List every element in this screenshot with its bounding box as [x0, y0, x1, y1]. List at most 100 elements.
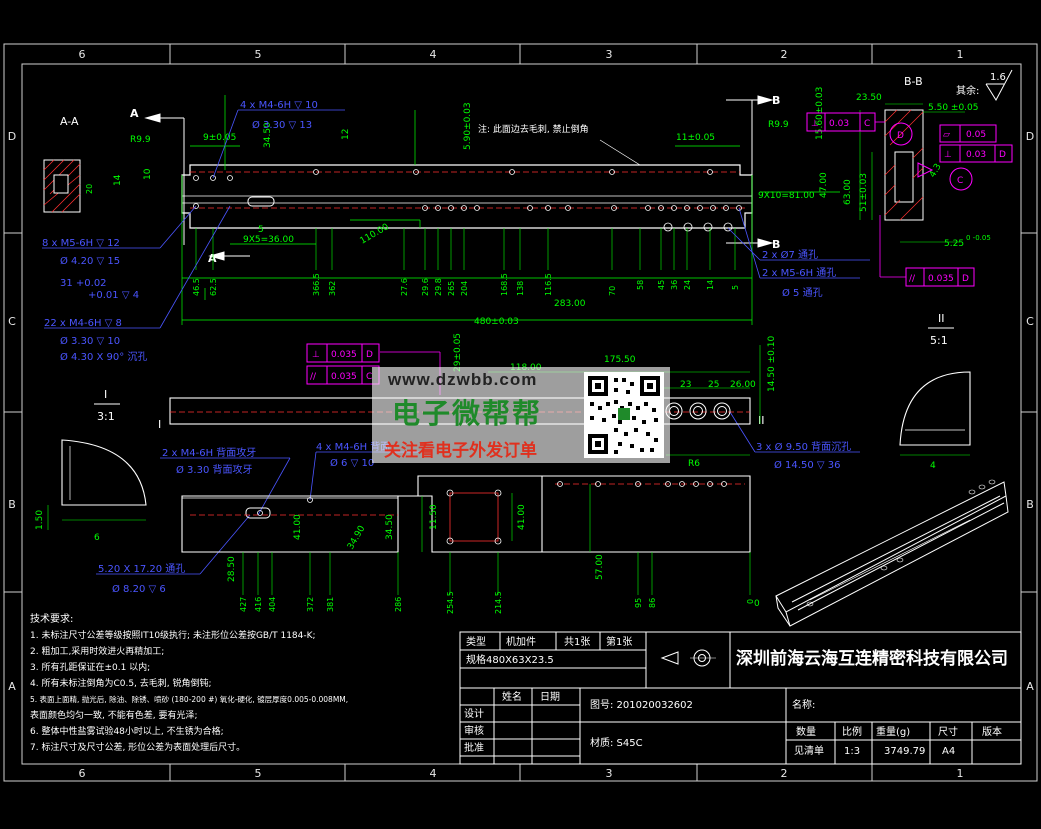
roughness-label: 其余: — [956, 84, 979, 97]
col-label-1-bottom: 1 — [957, 767, 964, 780]
row-label-d-right: D — [1026, 130, 1034, 143]
dim-41: 41.00 — [293, 514, 303, 540]
gdt4-ref: D — [962, 274, 969, 284]
title-block — [459, 631, 1022, 765]
col-label-3-top: 3 — [606, 48, 613, 61]
dim-26: 26.00 — [730, 380, 756, 390]
vdim-bottom-8: 95 — [634, 598, 643, 608]
col-label-4-top: 4 — [430, 48, 437, 61]
callout-1a: 4 x M4-6H ▽ 10 — [240, 100, 318, 111]
gdt4-sym: // — [909, 274, 916, 284]
tb-spec: 规格480X63X23.5 — [466, 653, 554, 666]
roughness-value: 1.6 — [990, 72, 1006, 83]
gdt4-val: 0.035 — [928, 274, 954, 284]
vdim-bottom-1: 416 — [254, 597, 263, 612]
callout-5: 2 x Ø7 通孔 — [762, 249, 818, 261]
tech-item-3: 3. 所有孔距保证在±0.1 以内; — [30, 661, 150, 673]
vdim-bottom-10: 0 — [746, 599, 755, 604]
vdim-top-3: 362 — [328, 281, 337, 296]
callout-8a: 4 x M4-6H 背面 — [316, 440, 390, 453]
gdt5-val: 0.035 — [331, 350, 357, 360]
dim-14: 14 — [113, 174, 123, 186]
dim-r9-9-left: R9.9 — [130, 135, 151, 145]
side-marker-ii: II — [758, 414, 765, 427]
callout-6b: Ø 5 通孔 — [782, 287, 823, 299]
vdim-top-15: 36 — [670, 280, 679, 290]
vdim-top-4: 27.6 — [400, 278, 409, 296]
vdim-top-0: 46.5 — [192, 278, 201, 296]
vdim-bottom-0: 427 — [239, 597, 248, 612]
callout-11b: Ø 14.50 ▽ 36 — [774, 459, 840, 471]
hole-callouts: 4 x M4-6H ▽ 10 Ø 3.30 ▽ 13 8 x M5-6H ▽ 1… — [42, 100, 851, 595]
tb-company: 深圳前海云海互连精密科技有限公司 — [736, 648, 1008, 669]
col-label-6-top: 6 — [79, 48, 86, 61]
vdim-top-14: 45 — [657, 280, 666, 290]
vdim-top-16: 24 — [683, 280, 692, 290]
vdim-top-8: 204 — [460, 281, 469, 296]
watermark-url: www.dzwbb.com — [388, 370, 538, 389]
dim-34-50: 34.50 — [263, 122, 273, 148]
gdt5-ref: D — [366, 350, 373, 360]
section-aa-label: A-A — [60, 115, 79, 128]
aa-dim-20: 20 — [85, 184, 94, 194]
dim-5-25-tol: 0 -0.05 — [966, 234, 991, 242]
gdt3-val: 0.03 — [966, 150, 986, 160]
dim-r9-9-right: R9.9 — [768, 120, 789, 130]
tb-scale-label: 比例 — [842, 725, 862, 738]
vdim-top-17: 14 — [706, 280, 715, 290]
vdim-bottom-3: 372 — [306, 597, 315, 612]
qr-code-icon — [584, 372, 664, 458]
detail-ii-roman: II — [938, 312, 945, 325]
vdim-bottom-5: 286 — [394, 597, 403, 612]
dim-9x10: 9X10=81.00 — [758, 191, 815, 201]
col-label-4-bottom: 4 — [430, 767, 437, 780]
callout-3b: +0.01 ▽ 4 — [88, 290, 139, 301]
dim-480: 480±0.03 — [474, 317, 519, 327]
watermark-title: 电子微帮帮 — [392, 397, 543, 430]
tech-item-5b: 表面颜色均匀一致, 不能有色差, 要有光泽; — [30, 709, 197, 721]
dim-34-50b: 34.50 — [385, 514, 395, 540]
vdim-top-6: 29.8 — [434, 278, 443, 296]
dim-14-50: 14.50 ±0.10 — [767, 336, 777, 392]
col-label-5-top: 5 — [255, 48, 262, 61]
dim-4: 4 — [930, 461, 936, 471]
detail-ii-view: II 5:1 4 — [899, 312, 971, 471]
callout-7a: 2 x M4-6H 背面攻牙 — [162, 446, 256, 459]
callout-2a: 8 x M5-6H ▽ 12 — [42, 238, 120, 249]
tb-part-name: 名称: — [792, 698, 815, 711]
gdt2-sym: ▱ — [943, 130, 950, 140]
tech-title: 技术要求: — [30, 612, 73, 625]
dim-28-50: 28.50 — [227, 556, 237, 582]
bottom-vertical-dims: 427 416 404 372 381 286 254.5 214.5 95 8… — [239, 591, 755, 614]
row-label-d-left: D — [8, 130, 16, 143]
tb-row-design: 设计 — [464, 707, 484, 720]
gdt2-val: 0.05 — [966, 130, 986, 140]
gdt5-sym: ⊥ — [312, 350, 320, 360]
dim-6: 6 — [94, 533, 100, 543]
dim-63: 63.00 — [843, 179, 853, 205]
tb-total-sheets: 共1张 — [564, 636, 590, 648]
callout-7b: Ø 3.30 背面攻牙 — [176, 463, 253, 476]
callout-10: Ø 8.20 ▽ 6 — [112, 583, 166, 595]
dim-1-50: 1.50 — [35, 510, 45, 530]
gdt3-ref: D — [999, 150, 1006, 160]
dim-11: 11±0.05 — [676, 133, 715, 143]
col-label-5-bottom: 5 — [255, 767, 262, 780]
tb-row-check: 审核 — [464, 724, 484, 737]
callout-11a: 3 x Ø 9.50 背面沉孔 — [756, 440, 851, 453]
gdt1-val: 0.03 — [829, 119, 849, 129]
vdim-top-5: 29.6 — [421, 278, 430, 296]
grid-labels: 6 5 4 3 2 1 6 5 4 3 2 1 D C B A D C B A — [8, 48, 1034, 780]
tech-requirements: 技术要求: 1. 未标注尺寸公差等级按照IT10级执行; 未注形位公差按GB/T… — [30, 612, 348, 753]
tb-weight-value: 3749.79 — [884, 746, 925, 757]
vdim-top-10: 138 — [516, 281, 525, 296]
detail-i-scale: 3:1 — [97, 410, 115, 423]
section-arrow-a-top: A — [130, 107, 139, 120]
callout-8b: Ø 6 ▽ 10 — [330, 457, 374, 469]
tb-weight-label: 重量(g) — [876, 725, 910, 738]
col-label-3-bottom: 3 — [606, 767, 613, 780]
dim-10-left: 10 — [143, 168, 153, 180]
roughness-symbol: 其余: 1.6 — [956, 69, 1013, 101]
row-label-c-left: C — [8, 315, 16, 328]
vdim-bottom-2: 404 — [268, 597, 277, 612]
